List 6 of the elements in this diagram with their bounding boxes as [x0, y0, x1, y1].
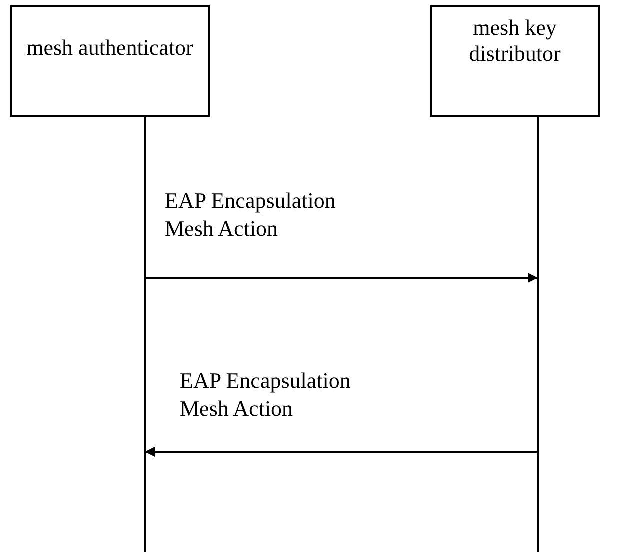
message-arrow [145, 273, 538, 283]
participant-name: mesh authenticator [26, 35, 194, 62]
message-label: EAP Encapsulation Mesh Action [180, 367, 352, 422]
message-label: EAP Encapsulation Mesh Action [165, 187, 337, 242]
message-arrow [145, 447, 538, 457]
participant-name: mesh key distributor [468, 15, 562, 68]
